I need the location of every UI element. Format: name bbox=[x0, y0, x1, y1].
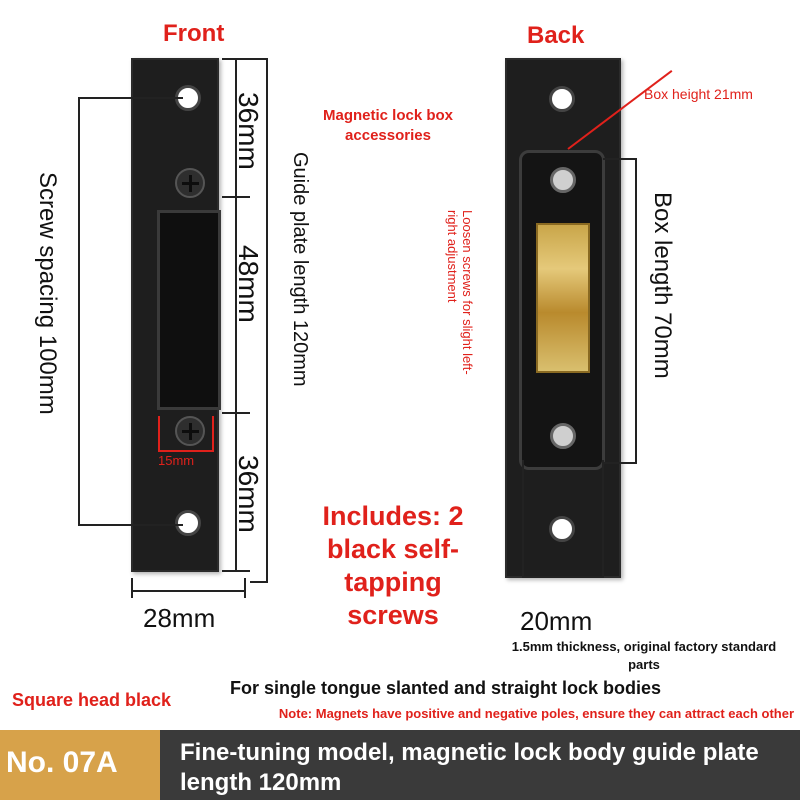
screw-spacing-top-line bbox=[78, 97, 183, 99]
box-length-label: Box length 70mm bbox=[649, 192, 676, 379]
dim-15-right bbox=[212, 416, 214, 452]
magnetic-lock-box bbox=[519, 150, 605, 470]
back-bottom-screw-hole bbox=[549, 516, 575, 542]
guide-plate-length-line bbox=[266, 58, 268, 582]
width-28-label: 28mm bbox=[143, 603, 216, 633]
width-28-line bbox=[131, 590, 246, 592]
bottom-plate-screw-icon bbox=[175, 416, 205, 446]
model-description: Fine-tuning model, magnetic lock body gu… bbox=[180, 739, 759, 796]
screw-spacing-label: Screw spacing 100mm bbox=[34, 172, 61, 415]
dim-15-bottom bbox=[158, 450, 214, 452]
screw-spacing-bottom-line bbox=[78, 524, 183, 526]
square-head-label: Square head black bbox=[12, 690, 172, 710]
dim-48: 48mm bbox=[233, 245, 264, 323]
magnetic-box-accessories-label: Magnetic lock box accessories bbox=[322, 107, 454, 144]
single-tongue-label: For single tongue slanted and straight l… bbox=[230, 678, 662, 698]
model-number: No. 07A bbox=[6, 746, 118, 779]
note-label: Note: Magnets have positive and negative… bbox=[278, 706, 794, 721]
magnet-insert bbox=[536, 223, 590, 373]
loosen-screws-label: Loosen screws for slight left-right adju… bbox=[445, 210, 475, 375]
box-length-bottom-tick bbox=[603, 462, 637, 464]
segment-tick-4 bbox=[222, 570, 250, 572]
width-28-right-tick bbox=[244, 578, 246, 598]
dim-15-label: 15mm bbox=[158, 453, 195, 468]
model-badge bbox=[0, 730, 160, 800]
box-bottom-adjust-screw-icon bbox=[550, 423, 576, 449]
guide-plate-length-label: Guide plate length 120mm bbox=[289, 152, 311, 387]
dim-15-left bbox=[158, 416, 160, 452]
dim-36-bottom: 36mm bbox=[233, 455, 264, 533]
box-height-label: Box height 21mm bbox=[644, 86, 753, 102]
segment-tick-3 bbox=[222, 412, 250, 414]
segment-tick-2 bbox=[222, 196, 250, 198]
width-28-left-tick bbox=[131, 578, 133, 598]
thickness-label: 1.5mm thickness, original factory standa… bbox=[511, 639, 777, 672]
guide-plate-top-tick bbox=[250, 58, 268, 60]
box-length-top-tick bbox=[603, 158, 637, 160]
guide-plate-bottom-tick bbox=[250, 581, 268, 583]
screw-spacing-vertical-line bbox=[78, 97, 80, 525]
box-length-line bbox=[635, 158, 637, 464]
width-20-right-tick bbox=[602, 460, 604, 578]
width-20-line bbox=[522, 576, 604, 578]
segment-dim-line bbox=[235, 58, 237, 572]
includes-screws-label: Includes: 2 black self-tapping screws bbox=[322, 501, 464, 630]
strike-opening bbox=[157, 210, 221, 410]
width-20-label: 20mm bbox=[520, 606, 593, 636]
bottom-screw-hole bbox=[175, 510, 201, 536]
back-top-screw-hole bbox=[549, 86, 575, 112]
width-20-left-tick bbox=[522, 460, 524, 578]
front-guide-plate bbox=[131, 58, 221, 572]
back-title: Back bbox=[527, 22, 585, 49]
back-guide-plate bbox=[505, 58, 621, 578]
top-plate-screw-icon bbox=[175, 168, 205, 198]
dim-36-top: 36mm bbox=[233, 92, 264, 170]
front-title: Front bbox=[163, 20, 225, 47]
box-top-adjust-screw-icon bbox=[550, 167, 576, 193]
segment-tick-1 bbox=[222, 58, 250, 60]
